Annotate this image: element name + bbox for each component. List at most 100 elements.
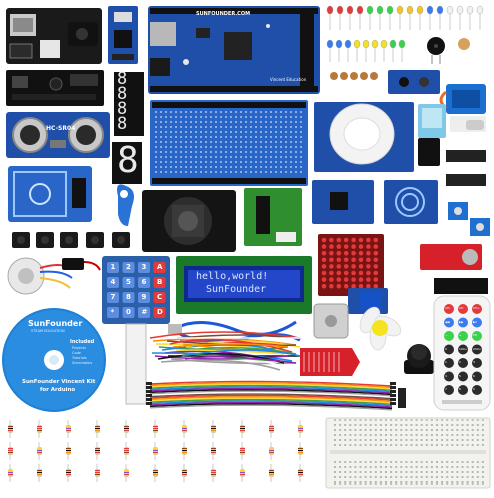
led (326, 39, 334, 49)
remote-key (458, 344, 468, 355)
breadboard-hole (451, 466, 454, 468)
proto-hole (235, 111, 237, 113)
proto-hole (230, 146, 232, 148)
breadboard-hole (456, 424, 459, 426)
proto-hole (285, 161, 287, 163)
breadboard-rail-hole (349, 483, 352, 485)
remote-key (458, 331, 468, 341)
matrix-led (358, 277, 364, 282)
proto-hole (180, 111, 182, 113)
breadboard-hole (456, 434, 459, 436)
matrix-led (358, 283, 364, 289)
breadboard-rail-hole (405, 419, 408, 421)
breadboard-hole (369, 434, 372, 436)
matrix-led (336, 244, 342, 249)
resistor-band (182, 474, 187, 475)
resistor-band (182, 450, 187, 451)
breadboard-rail-hole (385, 419, 387, 421)
proto-hole (215, 136, 217, 138)
breadboard-hole (415, 439, 418, 441)
breadboard-hole (420, 429, 423, 431)
buzzer (427, 37, 445, 64)
proto-hole (220, 136, 222, 138)
matrix-led (366, 237, 371, 243)
breadboard-hole (339, 461, 342, 463)
led (456, 5, 464, 15)
breadboard-hole (441, 439, 444, 441)
water-level-sensor (300, 348, 360, 376)
led (476, 5, 484, 15)
proto-hole (250, 166, 252, 168)
keypad-key-label: # (141, 308, 148, 316)
proto-hole (290, 156, 292, 158)
proto-hole (220, 121, 222, 123)
proto-hole (260, 121, 262, 123)
resistor-band (240, 426, 245, 427)
proto-hole (205, 156, 207, 158)
breadboard-hole (390, 466, 393, 468)
proto-hole (205, 116, 207, 118)
proto-hole (200, 126, 202, 128)
proto-hole (160, 121, 162, 123)
proto-hole (165, 111, 167, 113)
proto-hole (295, 156, 297, 158)
resistor-band (153, 448, 158, 449)
proto-hole (240, 151, 242, 153)
remote-key (472, 317, 482, 328)
breadboard-hole (446, 471, 449, 473)
breadboard-hole (354, 424, 357, 426)
remote-key-label: CH- (445, 306, 451, 310)
proto-hole (210, 136, 212, 138)
matrix-led (366, 257, 371, 263)
resistor-band (124, 472, 129, 473)
matrix-led (343, 264, 349, 269)
keypad-key (138, 307, 150, 318)
dupont-connector (390, 382, 396, 385)
matrix-led (358, 264, 364, 269)
proto-hole (215, 116, 217, 118)
ribbon-wire (149, 383, 393, 390)
breadboard-hole (456, 466, 459, 468)
keypad-key-label: 2 (126, 263, 131, 271)
dupont-connector (390, 394, 396, 397)
resistor-band (182, 452, 187, 453)
remote-key-label: CH+ (473, 306, 480, 310)
proto-hole (270, 136, 272, 138)
seven-seg-digit-1: 8 (117, 69, 128, 89)
breadboard-hole (334, 434, 336, 436)
led (326, 5, 334, 15)
proto-hole (280, 111, 282, 113)
lcd-1602-module (176, 256, 312, 314)
remote-key (472, 331, 482, 341)
breadboard-hole (476, 444, 479, 446)
proto-hole (225, 131, 227, 133)
breadboard-hole (451, 434, 454, 436)
proto-hole (255, 171, 257, 173)
proto-hole (205, 121, 207, 123)
breadboard-hole (400, 481, 403, 483)
breadboard-hole (395, 476, 398, 478)
breadboard-hole (430, 444, 433, 446)
resistor-band (95, 474, 100, 475)
proto-hole (260, 161, 262, 163)
breadboard-hole (481, 434, 484, 436)
breadboard-rail-hole (441, 419, 444, 421)
proto-hole (255, 141, 257, 143)
breadboard-hole (405, 471, 408, 473)
proto-hole (180, 171, 182, 173)
proto-hole (175, 116, 177, 118)
proto-hole (290, 136, 292, 138)
breadboard-hole (415, 461, 418, 463)
proto-hole (210, 116, 212, 118)
proto-hole (205, 166, 207, 168)
breadboard-hole (385, 461, 387, 463)
breadboard-hole (339, 466, 342, 468)
proto-hole (195, 161, 197, 163)
proto-hole (200, 171, 202, 173)
proto-hole (225, 116, 227, 118)
proto-hole (185, 156, 187, 158)
resistor-band (8, 474, 13, 475)
proto-hole (300, 151, 302, 153)
proto-hole (195, 121, 197, 123)
breadboard-hole (481, 444, 484, 446)
